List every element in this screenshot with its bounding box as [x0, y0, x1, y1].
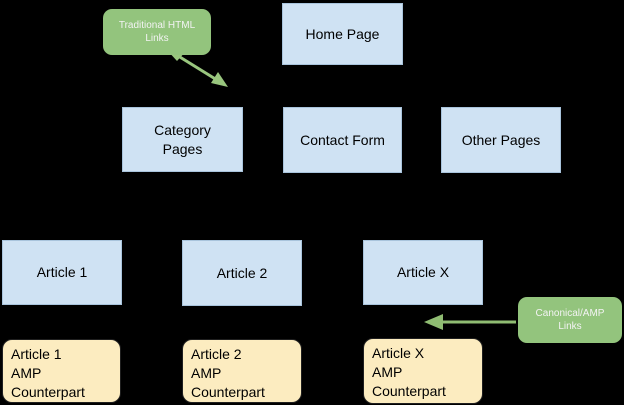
callout-canonical-amp-links: Canonical/AMP Links — [518, 297, 622, 343]
node-article-x-amp-counterpart: Article X AMP Counterpart — [363, 338, 483, 404]
node-article-1-amp-counterpart: Article 1 AMP Counterpart — [2, 339, 121, 403]
node-home-page-label: Home Page — [305, 25, 380, 42]
node-article-1-amp-label: Article 1 AMP Counterpart — [11, 346, 85, 400]
node-article-1-label: Article 1 — [36, 264, 88, 280]
node-other-pages: Other Pages — [441, 107, 561, 173]
node-contact-form-label: Contact Form — [300, 131, 385, 148]
node-article-1: Article 1 — [2, 240, 122, 305]
node-article-2-label: Article 2 — [216, 264, 268, 281]
traditional-links-arrow — [174, 52, 228, 87]
callout-traditional-html-links: Traditional HTML Links — [103, 9, 211, 55]
node-category-pages-label: Category Pages — [154, 121, 211, 157]
node-article-x-amp-label: Article X AMP Counterpart — [372, 345, 446, 399]
node-home-page: Home Page — [282, 3, 403, 65]
node-category-pages: Category Pages — [122, 107, 243, 172]
node-article-2-amp-label: Article 2 AMP Counterpart — [191, 346, 265, 400]
node-article-2: Article 2 — [182, 240, 302, 306]
node-contact-form: Contact Form — [283, 107, 402, 173]
node-article-x: Article X — [363, 240, 483, 305]
node-article-x-label: Article X — [396, 264, 450, 280]
callout-canonical-amp-links-label: Canonical/AMP Links — [535, 308, 605, 332]
node-article-2-amp-counterpart: Article 2 AMP Counterpart — [182, 339, 302, 403]
callout-traditional-html-links-label: Traditional HTML Links — [118, 20, 196, 44]
node-other-pages-label: Other Pages — [461, 131, 541, 148]
canonical-links-arrow — [424, 314, 516, 330]
